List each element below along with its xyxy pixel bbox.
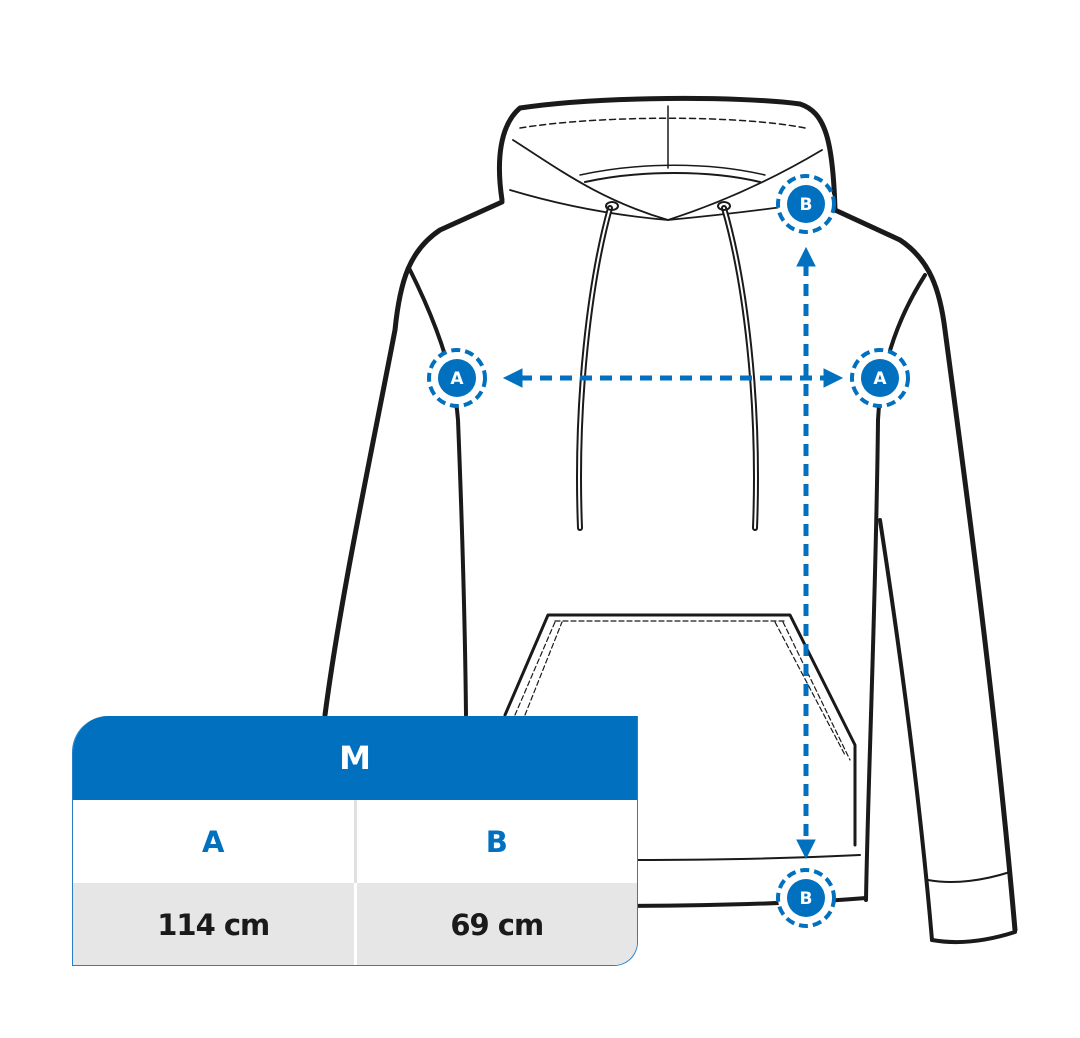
- value-b: 69 cm: [450, 907, 544, 942]
- measurement-b-line: [796, 246, 816, 860]
- marker-a-right: A: [850, 348, 910, 408]
- hoodie-outline: [322, 95, 1018, 944]
- header-b: B: [485, 824, 508, 859]
- svg-text:A: A: [873, 369, 887, 389]
- header-a: A: [73, 800, 357, 883]
- table-row: 114 cm 69 cm: [73, 883, 637, 965]
- marker-b-bottom: B: [776, 868, 836, 928]
- svg-text:B: B: [800, 195, 813, 215]
- table-header-row: A B: [73, 800, 637, 883]
- value-a: 114 cm: [73, 883, 357, 965]
- svg-text:B: B: [800, 889, 813, 909]
- measurement-a-line: [502, 368, 844, 388]
- marker-b-top: B: [776, 174, 836, 234]
- svg-text:A: A: [450, 369, 464, 389]
- size-table: M A B 114 cm 69 cm: [72, 716, 638, 966]
- marker-a-left: A: [427, 348, 487, 408]
- size-label: M: [73, 716, 637, 800]
